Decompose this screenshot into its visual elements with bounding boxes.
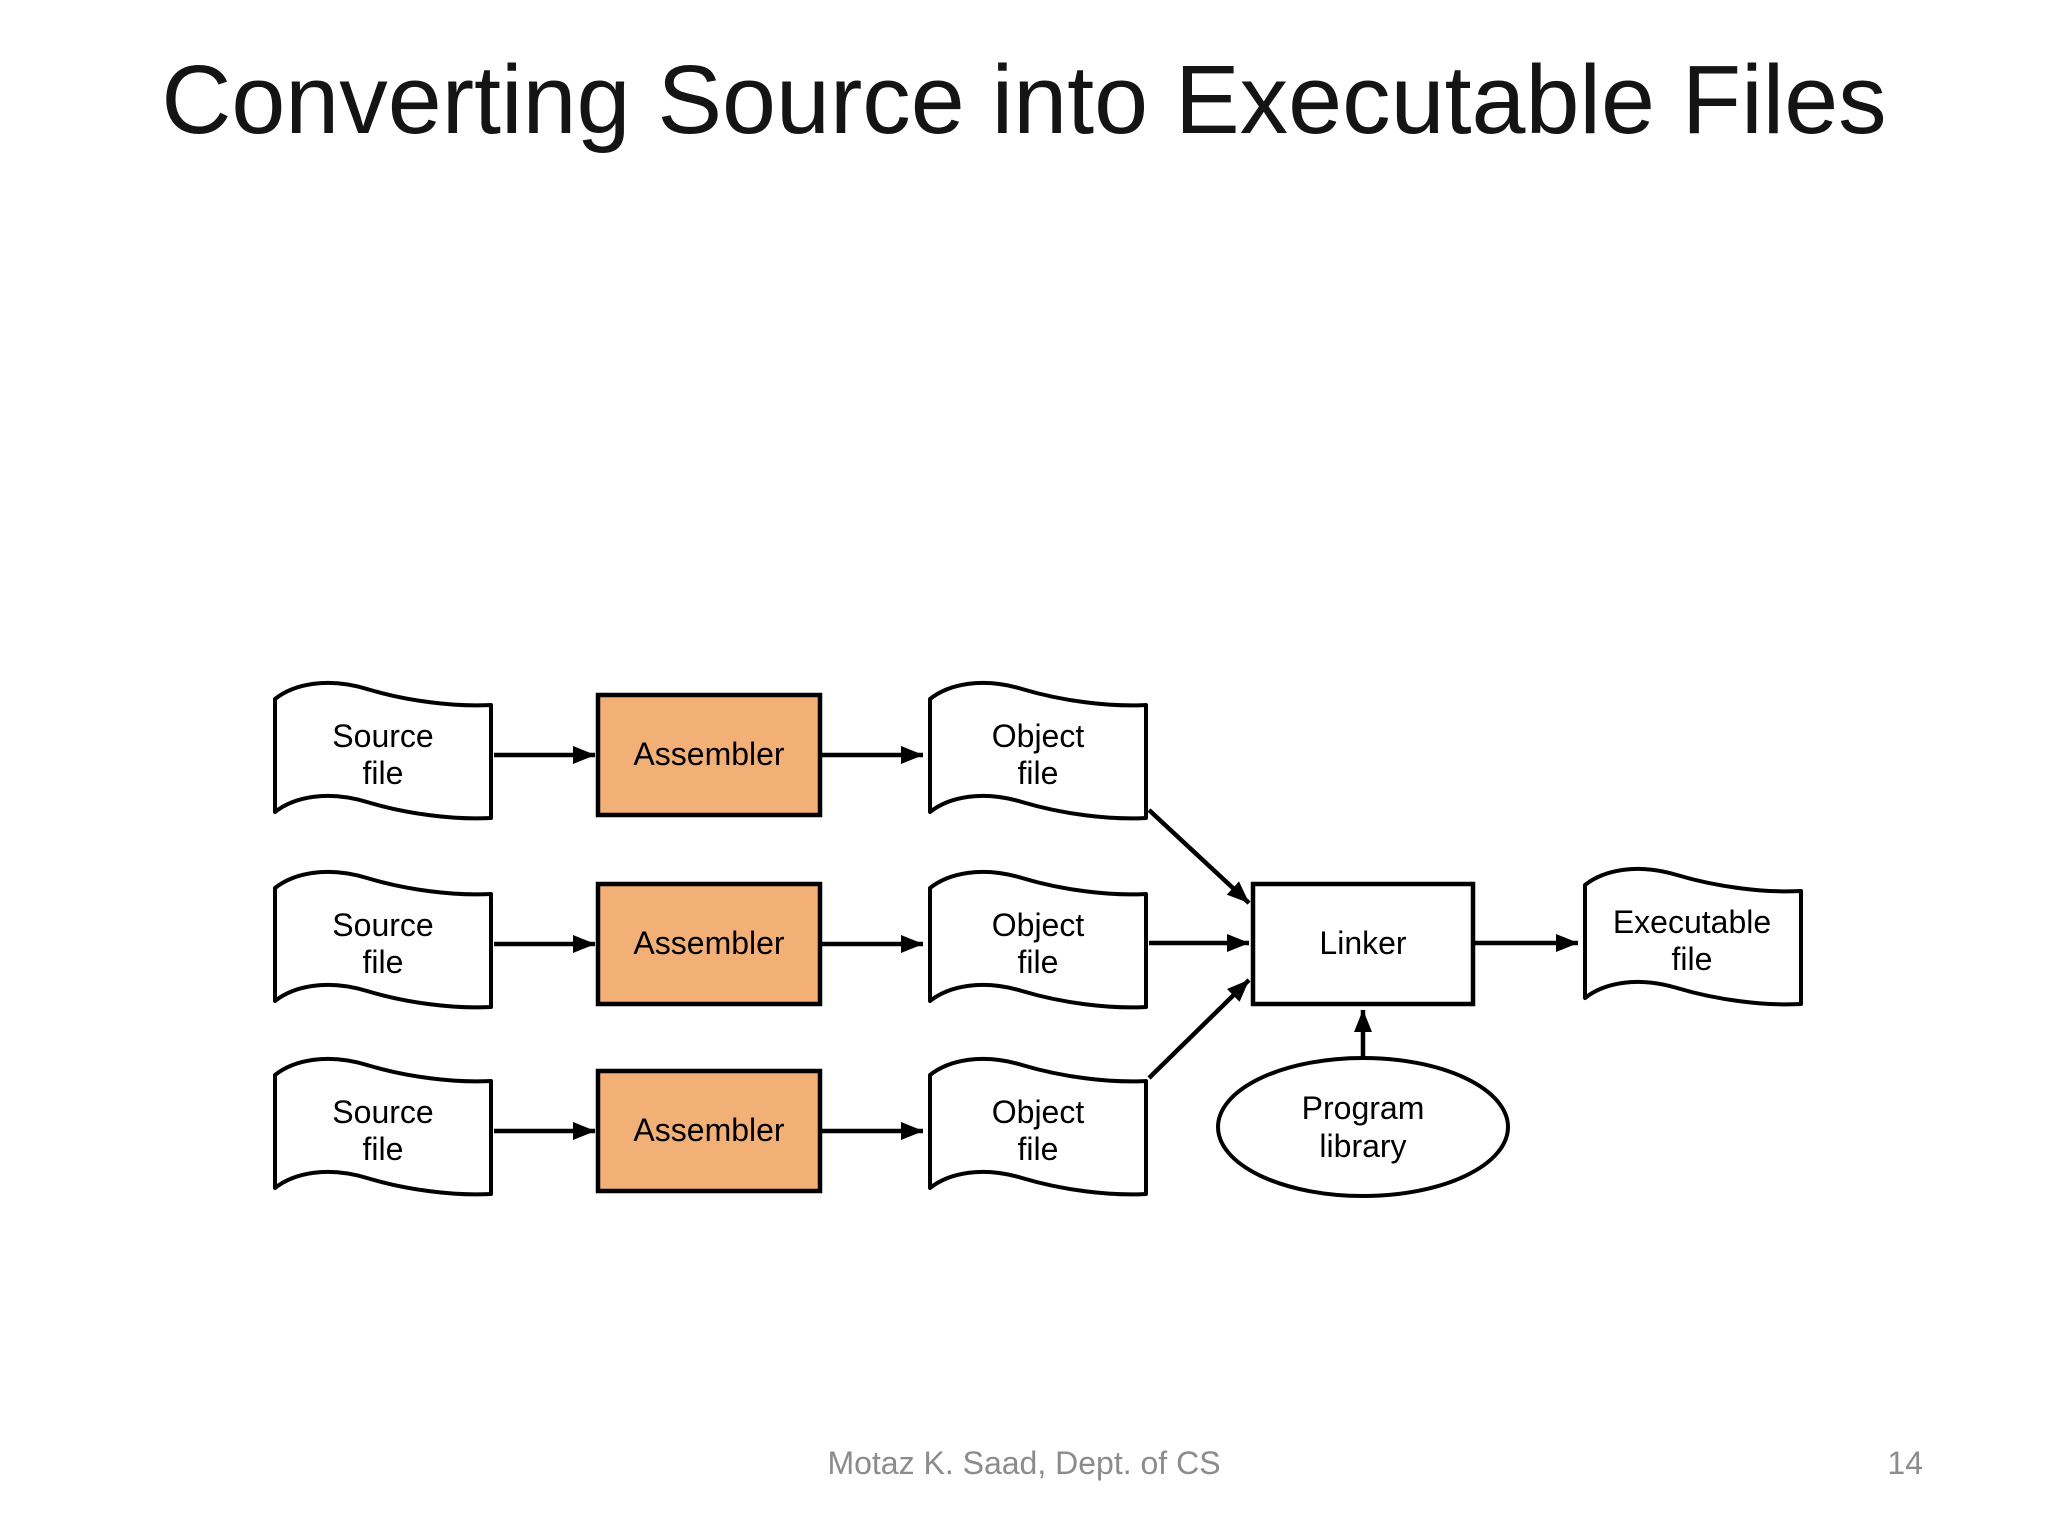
assembler-box-3 (595, 1068, 823, 1194)
slide-title: Converting Source into Executable Files (161, 45, 1887, 154)
linker-label: Linker (1319, 925, 1407, 962)
footer-credit: Motaz K. Saad, Dept. of CS (827, 1445, 1221, 1481)
object-file-label-2: Object file (991, 906, 1085, 980)
linker-box (1250, 881, 1476, 1007)
source-file-label-3: Source file (332, 1093, 434, 1167)
assembler-label-1: Assembler (633, 736, 785, 773)
arrow-object3-to-linker (1147, 978, 1251, 1080)
assembler-box-1 (595, 692, 823, 818)
assembler-label-3: Assembler (633, 1112, 785, 1149)
source-file-label-2: Source file (332, 906, 434, 980)
arrow-object1-to-linker (1147, 808, 1251, 905)
program-library-label: Program library (1301, 1090, 1425, 1164)
object-file-label-1: Object file (991, 717, 1085, 791)
footer-page-number: 14 (1887, 1445, 1923, 1481)
assembler-box-2 (595, 881, 823, 1007)
executable-file-label: Executable file (1612, 903, 1772, 977)
program-library-ellipse (1216, 1056, 1510, 1198)
assembler-label-2: Assembler (633, 925, 785, 962)
object-file-label-3: Object file (991, 1093, 1085, 1167)
source-file-label-1: Source file (332, 717, 434, 791)
